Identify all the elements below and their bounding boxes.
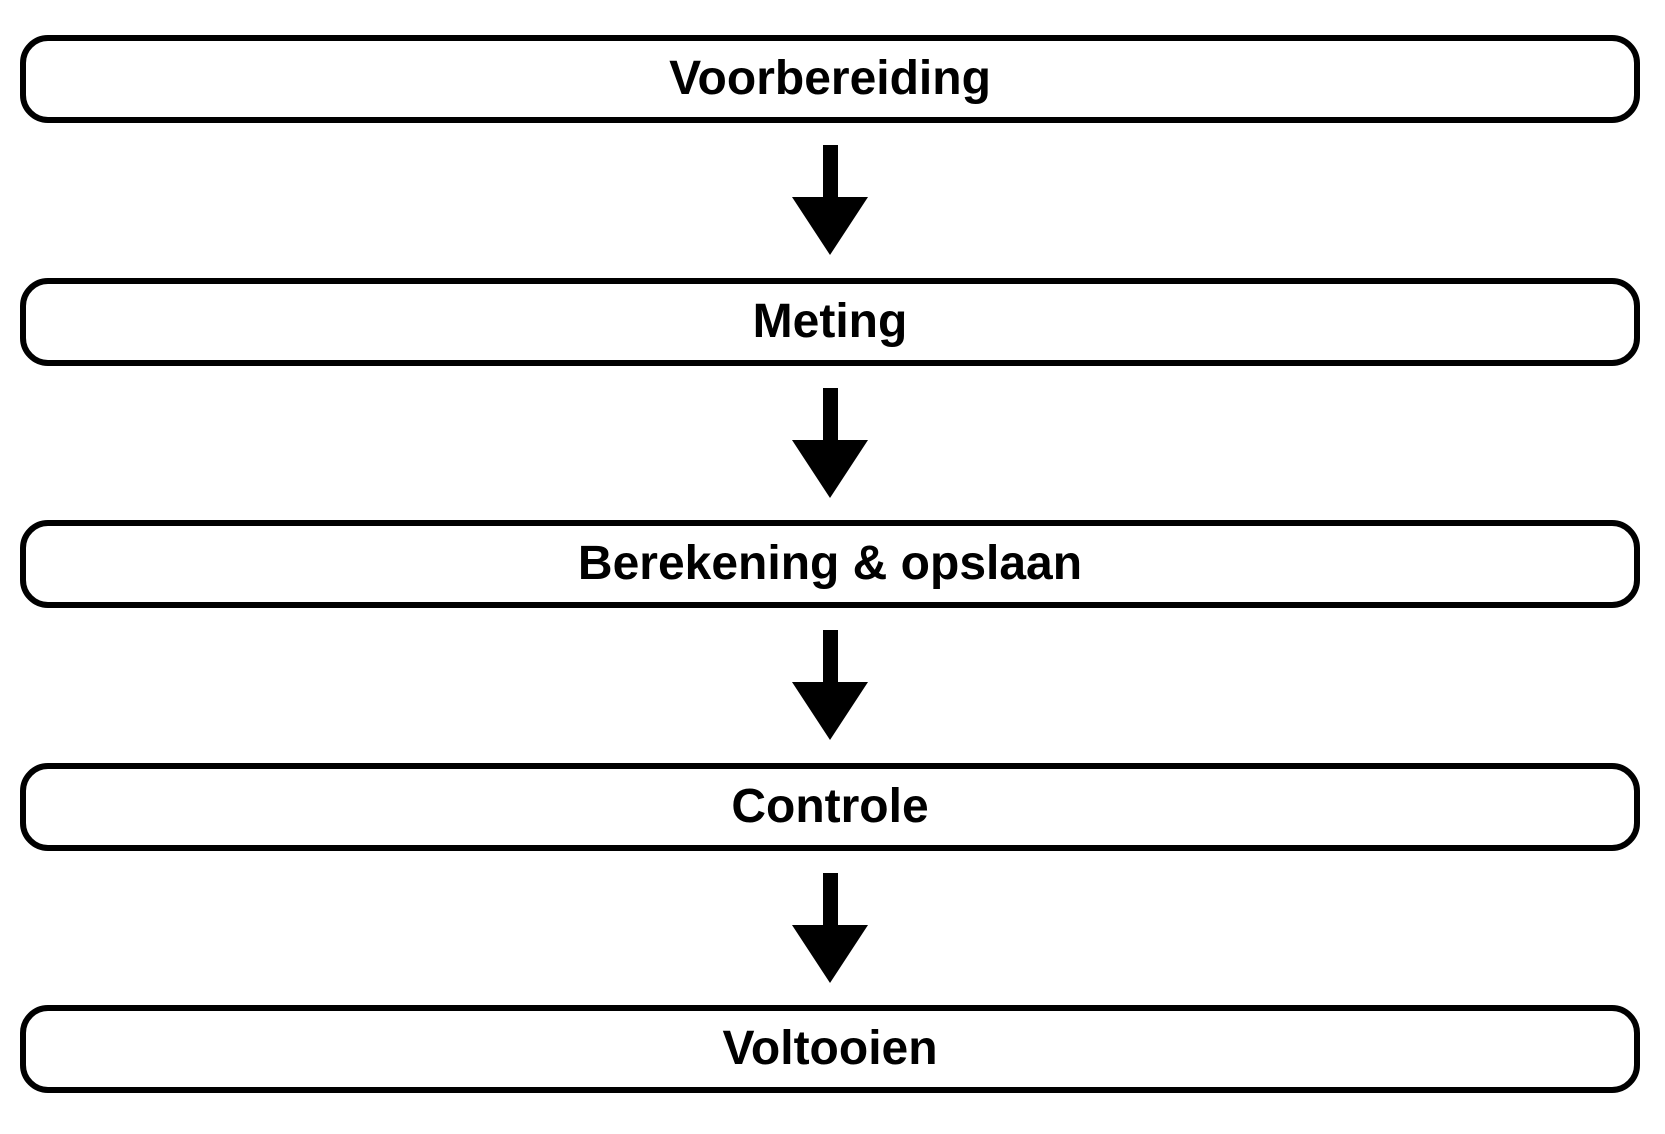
arrow-stem <box>822 630 838 683</box>
step-label-berekening-opslaan: Berekening & opslaan <box>577 537 1083 590</box>
arrow-stem <box>822 872 838 925</box>
down-arrow-icon <box>792 145 868 256</box>
step-box-voorbereiding: Voorbereiding <box>20 35 1640 123</box>
step-label-voorbereiding: Voorbereiding <box>669 52 991 105</box>
step-box-berekening-opslaan: Berekening & opslaan <box>20 520 1640 608</box>
arrow-stem <box>822 145 838 198</box>
step-box-voltooien: Voltooien <box>20 1005 1640 1093</box>
connector-gap-4 <box>20 851 1640 1006</box>
connector-gap-2 <box>20 366 1640 521</box>
arrow-stem <box>822 387 838 440</box>
step-box-controle: Controle <box>20 762 1640 851</box>
step-box-meting: Meting <box>20 277 1640 366</box>
step-label-voltooien: Voltooien <box>722 1022 938 1075</box>
down-arrow-icon <box>792 387 868 498</box>
arrow-head <box>792 682 868 741</box>
step-label-controle: Controle <box>731 779 929 833</box>
connector-gap-3 <box>20 608 1640 763</box>
down-arrow-icon <box>792 630 868 741</box>
step-label-meting: Meting <box>752 294 908 348</box>
arrow-head <box>792 197 868 256</box>
connector-gap-1 <box>20 123 1640 278</box>
arrow-head <box>792 439 868 498</box>
arrow-head <box>792 924 868 983</box>
down-arrow-icon <box>792 872 868 983</box>
